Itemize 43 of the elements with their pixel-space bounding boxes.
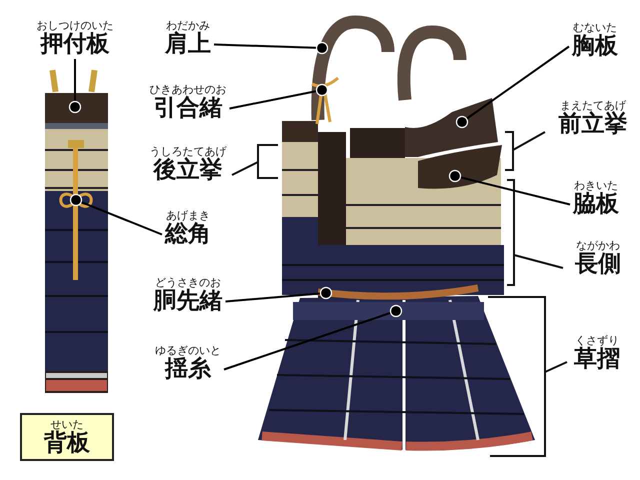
part-label: 押付板 (39, 33, 110, 56)
leader-line (224, 304, 402, 370)
furigana-text: わきいた (574, 180, 619, 191)
furigana-text: ゆるぎのいと (155, 345, 221, 356)
furigana-text: どうさきのお (154, 277, 222, 288)
side-plate (418, 145, 502, 189)
cord-knot (59, 192, 93, 208)
leader-line (448, 170, 570, 206)
part-label: 胸板 (572, 35, 618, 58)
furigana-text: くさずり (575, 335, 620, 346)
leader-line (214, 42, 328, 54)
leader-line (456, 46, 570, 128)
part-label: 脇板 (573, 193, 619, 216)
cord (310, 76, 340, 126)
part-label: 引合緒 (152, 97, 224, 120)
part-label: 揺糸 (164, 358, 212, 381)
label-box (20, 413, 114, 461)
leader-line (70, 194, 162, 236)
part-label: 長側 (575, 253, 621, 276)
part-label: 背板 (44, 432, 90, 455)
part-label: 草摺 (574, 348, 620, 371)
part-label: 後立挙 (152, 159, 224, 182)
furigana-text: むないた (572, 22, 618, 33)
part-label: 肩上 (165, 33, 211, 56)
chest-plate (405, 98, 498, 157)
furigana-text: うしろたてあげ (150, 146, 226, 157)
furigana-text: せいた (50, 419, 84, 430)
furigana-text: わだかみ (166, 20, 210, 31)
leader-line (68, 59, 82, 114)
furigana-text: ひきあわせのお (150, 84, 226, 95)
shoulder-strap (311, 16, 394, 120)
part-label: 前立挙 (558, 113, 628, 136)
rope (318, 284, 479, 300)
plate (45, 93, 108, 123)
part-label: 総角 (165, 223, 211, 246)
leader-line (225, 286, 332, 302)
furigana-text: ながかわ (575, 240, 621, 251)
lacing (293, 302, 484, 320)
furigana-text: おしつけのいた (36, 20, 114, 31)
leader-line (229, 84, 328, 110)
furigana-text: あげまき (165, 210, 211, 221)
furigana-text: まえたてあげ (560, 100, 626, 111)
part-label: 胴先緒 (154, 290, 222, 313)
